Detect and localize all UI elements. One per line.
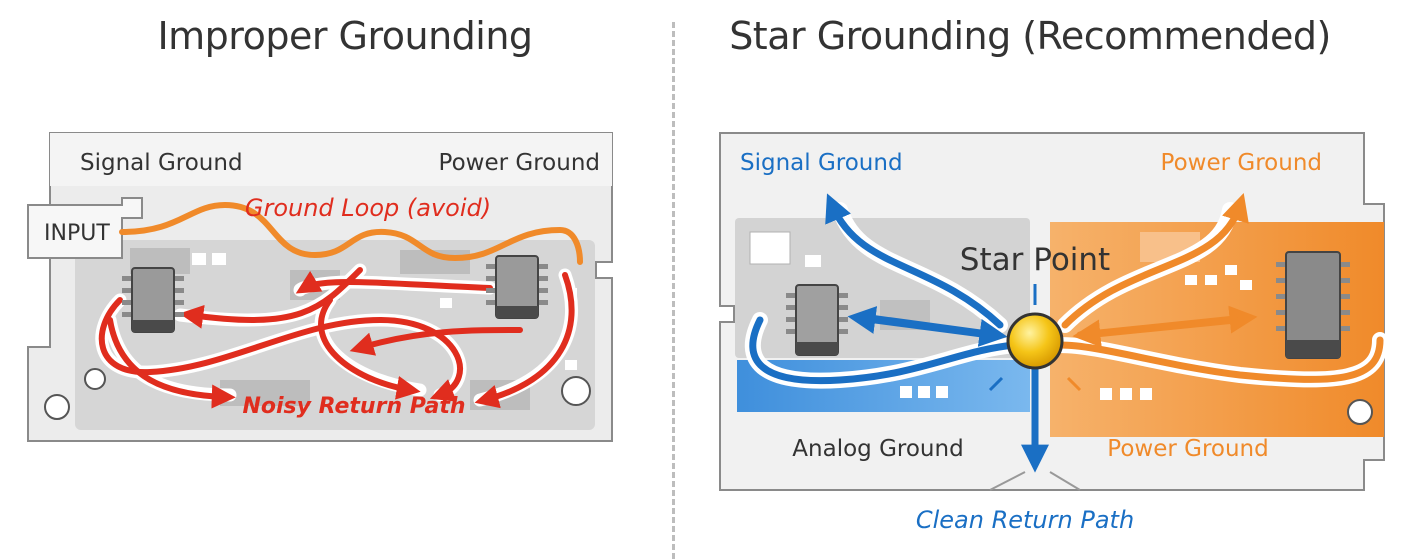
signal-ground-label-right: Signal Ground (740, 150, 903, 176)
clean-return-label: Clean Return Path (916, 506, 1134, 534)
input-label: INPUT (44, 221, 110, 246)
input-connector: INPUT (27, 197, 143, 259)
signal-ic-chip (122, 267, 184, 333)
star-point-node (988, 284, 1082, 392)
improper-grounding-board: INPUT (27, 132, 613, 442)
power-ground-label-top: Power Ground (1161, 150, 1322, 176)
improper-grounding-title: Improper Grounding (157, 14, 533, 58)
panel-divider (672, 22, 675, 559)
noisy-return-traces (95, 263, 579, 409)
power-ic-chip (486, 255, 548, 319)
star-point-label: Star Point (960, 242, 1110, 278)
signal-ground-label: Signal Ground (80, 150, 243, 176)
star-grounding-board: Signal Ground Power Ground Star Point An… (719, 132, 1388, 534)
power-ground-label: Power Ground (439, 150, 600, 176)
mounting-hole (44, 394, 70, 420)
star-grounding-title: Star Grounding (Recommended) (729, 14, 1331, 58)
noisy-return-label: Noisy Return Path (242, 394, 465, 419)
analog-ic-chip (786, 284, 848, 356)
mounting-hole (561, 376, 591, 406)
ground-loop-label: Ground Loop (avoid) (245, 194, 491, 222)
mounting-hole (84, 368, 106, 390)
power-return-traces (1056, 192, 1384, 383)
analog-ground-label: Analog Ground (792, 436, 963, 462)
signal-return-traces (749, 193, 1049, 473)
ground-loop-trace (119, 201, 583, 265)
mounting-hole (1347, 399, 1373, 425)
power-ground-label-bottom: Power Ground (1107, 436, 1268, 462)
power-ic-chip-right (1276, 251, 1350, 359)
